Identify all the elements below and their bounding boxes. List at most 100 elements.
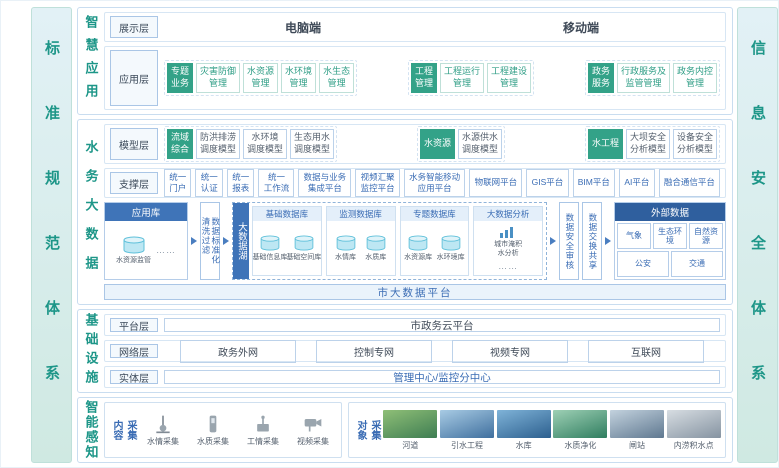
support-layer-row: 支撑层 统一 门户 统一 认证 统一 报表 统一 工作流 数据与业务 集成平台 … — [104, 168, 726, 198]
object-item-purification: 水质净化 — [553, 406, 608, 454]
database-icon — [441, 234, 460, 251]
external-ecology: 生态环境 — [653, 223, 687, 249]
basin-model-group: 流域 综合 防洪排涝 调度模型 水环境 调度模型 生态用水 调度模型 — [164, 126, 338, 162]
management-center: 管理中心/监控分中心 — [164, 370, 720, 384]
standards-system-label: 标准规范体系 — [43, 40, 60, 430]
support-item-workflow: 统一 工作流 — [258, 168, 295, 198]
db-label: 水环境库 — [436, 253, 465, 261]
entity-layer-label: 实体层 — [110, 370, 158, 385]
external-weather: 气象 — [617, 223, 651, 249]
model-item-flood: 防洪排涝 调度模型 — [196, 129, 241, 159]
app-item-project-construction: 工程建设 管理 — [487, 63, 532, 93]
flow-arrow-icon — [223, 237, 229, 245]
sense-item-caption: 工情采集 — [247, 436, 279, 446]
db-label: 水资源库 — [404, 253, 433, 261]
app-item-project-operation: 工程运行 管理 — [440, 63, 485, 93]
big-data-analysis-title: 大数据分析 — [474, 207, 542, 221]
object-item-caption: 引水工程 — [451, 440, 483, 450]
app-item-water-eco: 水生态 管理 — [319, 63, 355, 93]
big-data-lake: 大数据湖 基础数据库 基础信息库 基础空间库 — [232, 202, 547, 280]
purification-photo — [553, 409, 608, 438]
camera-icon — [304, 418, 322, 431]
project-management-group: 工程 管理 工程运行 管理 工程建设 管理 — [407, 60, 535, 96]
security-system-label: 信息安全体系 — [749, 40, 766, 430]
flow-arrow-icon — [605, 237, 611, 245]
base-database-title: 基础数据库 — [253, 207, 321, 221]
pc-endpoint-label: 电脑端 — [284, 20, 321, 35]
object-item-caption: 闸站 — [629, 440, 646, 450]
display-layer-row: 展示层 电脑端 移动端 — [104, 12, 726, 42]
support-item-comm: 融合通信平台 — [658, 168, 721, 198]
collection-content-label: 采集 内容 — [111, 420, 136, 440]
display-endpoints: 电脑端 移动端 — [164, 19, 720, 36]
object-item-sluice: 闸站 — [610, 406, 665, 454]
support-item-integration: 数据与业务 集成平台 — [298, 168, 352, 198]
object-item-diversion: 引水工程 — [440, 406, 495, 454]
external-data-title: 外部数据 — [615, 203, 725, 221]
collection-content-box: 采集 内容 水情采集 水质采集 工情采集 — [104, 402, 342, 458]
network-video: 视频专网 — [452, 339, 568, 363]
sense-item-water-level: 水情采集 — [140, 406, 186, 454]
data-cleaning-box: 数据标准化 清洗过滤 — [200, 202, 221, 280]
infrastructure-label: 基础设施 — [83, 313, 99, 389]
support-item-portal: 统一 门户 — [164, 168, 192, 198]
model-item-dam-safety: 大坝安全 分析模型 — [625, 129, 670, 159]
special-business-group: 专题 业务 灾害防御 管理 水资源 管理 水环境 管理 水生态 管理 — [164, 60, 358, 96]
database-cylinder: 水资源库 — [404, 234, 433, 262]
app-item-water-resource: 水资源 管理 — [243, 63, 279, 93]
gov-service-tag: 政务 服务 — [587, 63, 614, 93]
city-big-data-platform-bar: 市大数据平台 — [104, 284, 726, 300]
support-item-bim: BIM平台 — [572, 168, 616, 198]
external-traffic: 交通 — [671, 251, 723, 277]
application-layer-row: 应用层 专题 业务 灾害防御 管理 水资源 管理 水环境 管理 水生态 管理 工… — [104, 46, 726, 110]
security-system-bar: 信息安全体系 — [737, 7, 778, 463]
special-business-tag: 专题 业务 — [167, 63, 194, 93]
object-item-reservoir: 水库 — [496, 406, 551, 454]
base-database-group: 基础数据库 基础信息库 基础空间库 — [252, 206, 322, 276]
gov-cloud-platform: 市政务云平台 — [164, 318, 720, 332]
support-item-auth: 统一 认证 — [195, 168, 223, 198]
topic-database-group: 专题数据库 水资源库 水环境库 — [399, 206, 470, 276]
model-item-eco-water: 生态用水 调度模型 — [290, 129, 335, 159]
water-big-data-label: 水务大数据 — [83, 139, 99, 285]
object-item-caption: 内涝积水点 — [673, 440, 714, 450]
river-photo — [383, 409, 438, 438]
section-smart-application: 智慧应用 展示层 电脑端 移动端 应用层 专题 业务 灾害防御 管理 水资源 管… — [77, 7, 733, 115]
database-cylinder: 基础信息库 — [252, 234, 288, 262]
database-icon — [408, 234, 428, 251]
network-control: 控制专网 — [316, 339, 432, 363]
diversion-project-photo — [440, 409, 495, 438]
external-data-box: 外部数据 气象 生态环境 自然资源 公安 交通 — [614, 202, 726, 280]
database-cylinder: 水质库 — [365, 234, 386, 262]
application-layer-label: 应用层 — [110, 50, 158, 106]
reservoir-photo — [496, 409, 551, 438]
database-icon — [336, 234, 355, 251]
support-item-video: 视频汇聚 监控平台 — [355, 168, 400, 198]
basin-tag: 流域 综合 — [167, 129, 194, 159]
app-item-disaster: 灾害防御 管理 — [196, 63, 241, 93]
water-resource-model-group: 水资源 水源供水 调度模型 — [416, 126, 506, 162]
sense-item-caption: 水情采集 — [147, 436, 179, 446]
db-label: 水资源监管 — [116, 256, 151, 264]
support-layer-label: 支撑层 — [110, 172, 158, 194]
flow-arrow-icon — [550, 237, 556, 245]
support-item-iot: 物联网平台 — [469, 168, 523, 198]
application-db-title: 应用库 — [105, 203, 187, 221]
data-security-audit-box: 数据安全审核 — [559, 202, 579, 280]
water-resource-tag: 水资源 — [419, 129, 455, 159]
database-icon — [123, 236, 144, 253]
database-cylinder: 水资源监管 — [116, 236, 151, 265]
network-internet: 互联网 — [588, 339, 704, 363]
big-data-analysis-group: 大数据分析 城市淹积 水分析 …… — [473, 206, 543, 276]
model-item-equipment-safety: 设备安全 分析模型 — [672, 129, 717, 159]
support-item-gis: GIS平台 — [526, 168, 569, 198]
model-layer-row: 模型层 流域 综合 防洪排涝 调度模型 水环境 调度模型 生态用水 调度模型 水… — [104, 124, 726, 164]
application-db-box: 应用库 水资源监管 …… — [104, 202, 188, 280]
object-item-caption: 河道 — [402, 440, 419, 450]
display-layer-label: 展示层 — [110, 16, 158, 38]
db-label: 基础信息库 — [252, 253, 288, 261]
support-item-report: 统一 报表 — [226, 168, 255, 198]
mobile-endpoint-label: 移动端 — [562, 20, 599, 35]
big-data-lake-title: 大数据湖 — [233, 203, 249, 279]
engineering-sensor-icon — [257, 415, 269, 431]
